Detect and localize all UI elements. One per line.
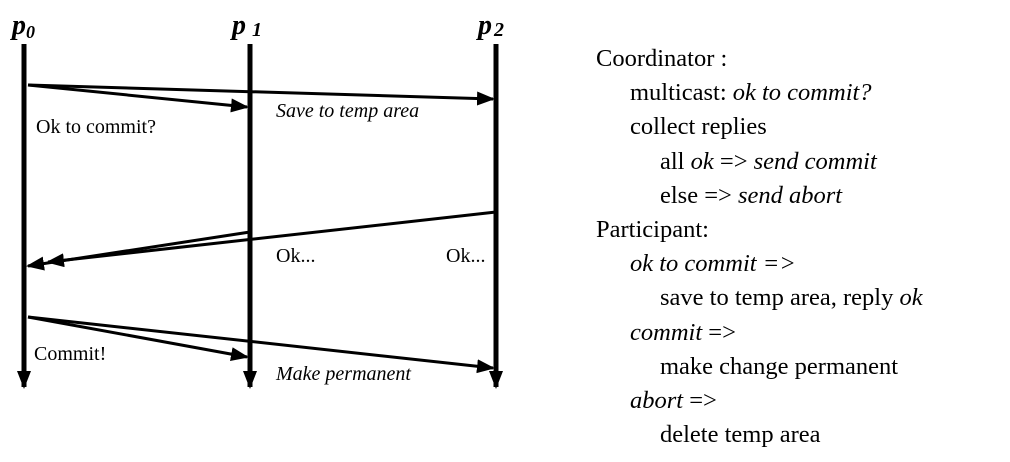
arrow-p0-to-p2-commit: [27, 315, 495, 374]
participant-ok-to-commit-case: ok to commit =>: [630, 250, 796, 278]
arrow-p0-to-p1-commit: [27, 315, 249, 362]
participant-heading: Participant:: [596, 216, 709, 244]
coordinator-heading: Coordinator :: [596, 45, 728, 72]
label-make-permanent: Make permanent: [275, 363, 411, 385]
coordinator-multicast-line: multicast: ok to commit?: [630, 79, 872, 107]
participant-delete-temp-line: delete temp area: [660, 421, 821, 449]
process-label-p0: p0: [10, 10, 35, 42]
participant-make-change-line: make change permanent: [660, 352, 899, 380]
participant-save-reply-line: save to temp area, reply ok: [660, 284, 923, 312]
arrow-p2-to-p0-reply: [46, 210, 497, 268]
label-commit: Commit!: [34, 343, 106, 365]
coordinator-all-ok-line: all ok => send commit: [660, 147, 877, 175]
coordinator-else-line: else => send abort: [660, 181, 843, 209]
arrow-p0-to-p1-request: [27, 83, 249, 113]
protocol-description: Coordinator : multicast: ok to commit? c…: [596, 42, 1006, 452]
participant-abort-case: abort =>: [630, 387, 717, 415]
label-save-to-temp: Save to temp area: [276, 100, 419, 122]
arrow-p0-to-p2-request: [27, 83, 495, 106]
label-ok-p2: Ok...: [446, 245, 485, 267]
coordinator-collect-line: collect replies: [630, 113, 767, 141]
label-ok-p1: Ok...: [276, 245, 315, 267]
label-ok-to-commit: Ok to commit?: [36, 116, 156, 138]
participant-commit-case: commit =>: [630, 318, 736, 346]
